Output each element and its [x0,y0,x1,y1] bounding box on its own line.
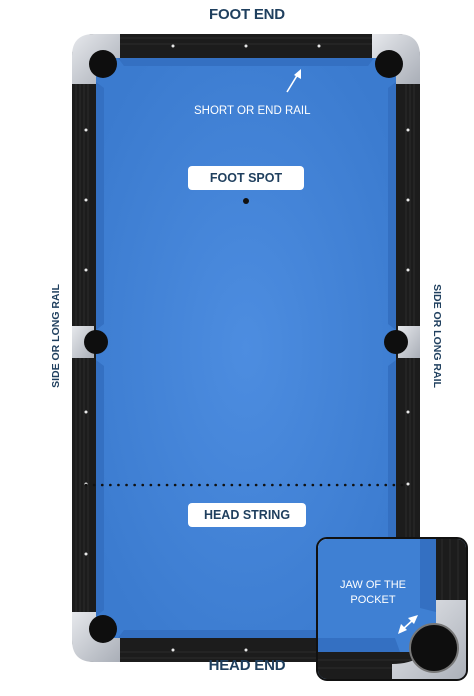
pocket-top-right [375,50,403,78]
foot-spot-marker [243,198,249,204]
pocket-side-right [384,330,408,354]
head-end-label: HEAD END [208,657,286,674]
foot-end-label: FOOT END [209,6,285,23]
side-rail-label-left: SIDE OR LONG RAIL [50,284,62,388]
pocket-top-left [89,50,117,78]
short-rail-arrow [286,69,301,93]
cushions [96,58,396,638]
side-rail-label-right: SIDE OR LONG RAIL [431,284,443,388]
head-string-label: HEAD STRING [188,503,306,527]
foot-spot-label: FOOT SPOT [188,166,304,190]
jaw-of-pocket-label-line2: POCKET [350,594,396,606]
jaw-of-pocket-label-line1: JAW OF THE [340,579,406,591]
inset-panel [316,537,468,681]
pocket-bottom-left [89,615,117,643]
short-rail-label: SHORT OR END RAIL [194,105,311,117]
pocket-side-left [84,330,108,354]
